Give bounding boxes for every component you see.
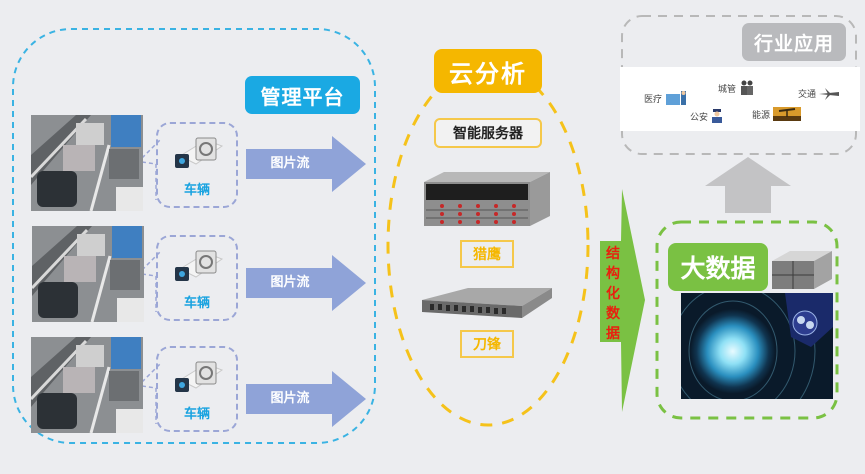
bigdata-badge: 大数据 xyxy=(668,243,768,291)
stream-arrow-1 xyxy=(246,136,366,192)
traffic-photo-image xyxy=(31,337,143,433)
industry-item-traffic: 交通 xyxy=(798,87,840,100)
cloud-analysis-badge: 云分析 xyxy=(434,49,542,93)
structured-data-char: 据 xyxy=(606,326,620,342)
camera-label: 车辆 xyxy=(183,183,210,198)
structured-data-char: 结 xyxy=(606,246,620,262)
industry-item-label: 城管 xyxy=(718,84,737,95)
industry-item-label: 能源 xyxy=(752,110,771,121)
industry-application-title: 行业应用 xyxy=(753,32,834,55)
management-boundary xyxy=(12,28,376,444)
industry-item-label: 交通 xyxy=(798,90,817,100)
bigdata-boundary xyxy=(655,220,839,420)
big-data-image xyxy=(681,293,833,399)
cloud-boundary xyxy=(386,63,590,427)
camera-icon xyxy=(175,137,224,168)
smart-server-label: 智能服务器 xyxy=(434,118,542,148)
stream-arrow-2 xyxy=(246,255,366,311)
traffic-photo-1 xyxy=(31,115,143,211)
structured-data-char: 构 xyxy=(606,266,620,282)
industry-item-medical: 医疗 xyxy=(644,90,687,106)
structured-data-char: 化 xyxy=(606,286,620,302)
camera-node-2: 车辆 xyxy=(156,235,238,321)
airplane-icon xyxy=(819,87,840,100)
industry-application-badge: 行业应用 xyxy=(742,23,846,61)
industry-item-label: 公安 xyxy=(690,112,709,123)
traffic-photo-image xyxy=(32,226,144,322)
camera-label: 车辆 xyxy=(183,296,210,311)
server-label-blade: 刀锋 xyxy=(460,330,514,358)
urban-management-icon xyxy=(741,80,754,95)
storage-server-icon xyxy=(772,251,832,289)
data-tunnel-image xyxy=(681,293,833,399)
stream-arrow-3 xyxy=(246,371,366,427)
camera-label: 车辆 xyxy=(183,407,210,422)
traffic-photo-2 xyxy=(32,226,144,322)
industry-item-label: 医疗 xyxy=(644,94,663,105)
industry-item-police: 公安 xyxy=(690,109,723,123)
industry-item-energy: 能源 xyxy=(752,107,802,121)
blade-server-icon xyxy=(422,288,552,318)
smart-server-text: 智能服务器 xyxy=(453,126,523,142)
bigdata-title: 大数据 xyxy=(680,254,756,283)
cloud-analysis-title: 云分析 xyxy=(449,59,527,88)
camera-node-1: 车辆 xyxy=(156,122,238,208)
hospital-icon xyxy=(666,91,687,105)
industry-panel: 医疗 城管 交通 公安 能源 xyxy=(620,67,860,131)
stream-label-3: 图片流 xyxy=(270,391,310,406)
oil-pump-icon xyxy=(773,107,802,121)
industry-item-urban: 城管 xyxy=(718,80,755,96)
camera-icon xyxy=(175,250,224,281)
structured-data-arrow xyxy=(600,189,645,412)
stream-label-2: 图片流 xyxy=(270,275,310,290)
management-platform-title: 管理平台 xyxy=(260,84,345,109)
up-arrow xyxy=(705,157,791,213)
server-name: 猎鹰 xyxy=(473,247,501,263)
traffic-photo-image xyxy=(31,115,143,211)
camera-icon xyxy=(175,361,224,392)
police-icon xyxy=(712,109,723,123)
structured-data-label: 结 构 化 数 据 xyxy=(600,244,626,344)
rack-server-4u-icon xyxy=(424,172,550,226)
traffic-photo-3 xyxy=(31,337,143,433)
stream-label-1: 图片流 xyxy=(270,156,310,171)
structured-data-char: 数 xyxy=(606,306,620,322)
management-platform-badge: 管理平台 xyxy=(245,76,360,114)
camera-node-3: 车辆 xyxy=(156,346,238,432)
server-label-falcon: 猎鹰 xyxy=(460,240,514,268)
server-name: 刀锋 xyxy=(473,337,501,353)
